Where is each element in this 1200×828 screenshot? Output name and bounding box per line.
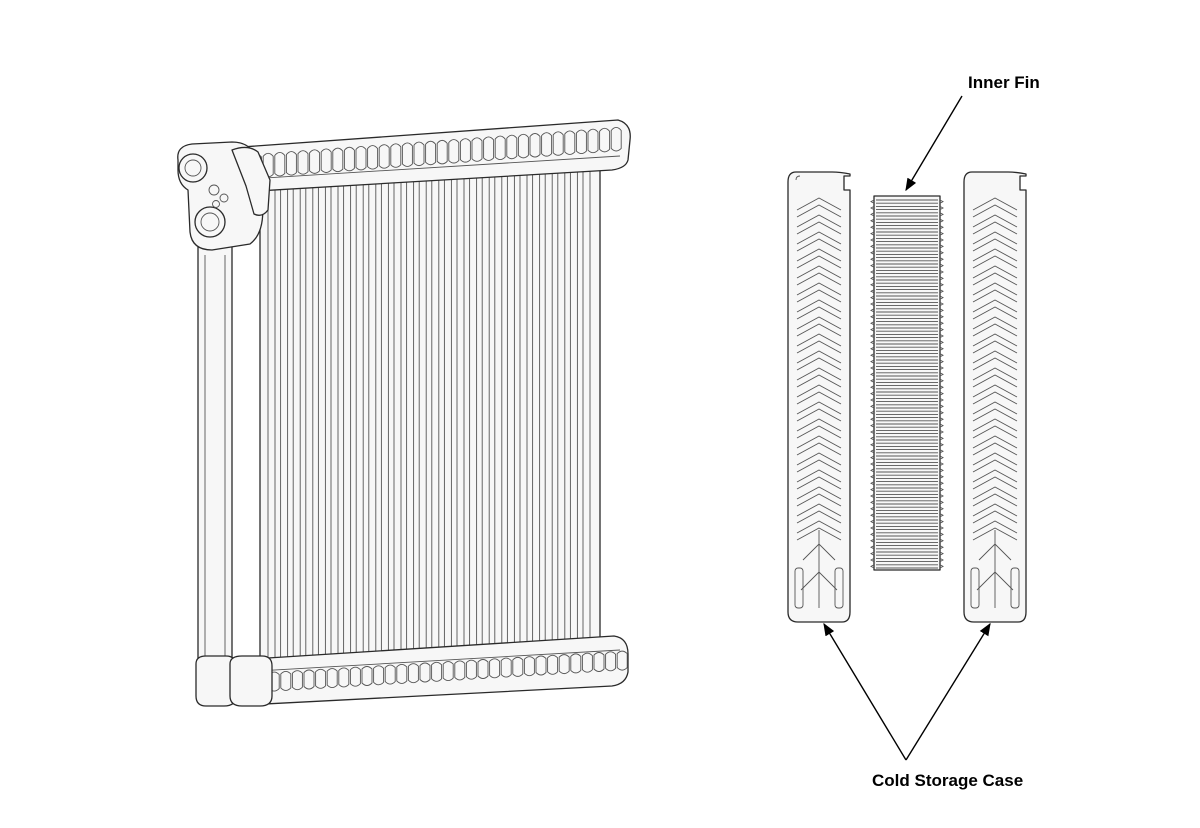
cold-storage-case-leader-left bbox=[823, 622, 907, 761]
cold-storage-case-right bbox=[963, 171, 1027, 623]
inner-fin bbox=[870, 195, 944, 571]
cold-storage-case-leader-right bbox=[905, 622, 991, 761]
cold-storage-case-label: Cold Storage Case bbox=[872, 771, 1023, 790]
inner-fin-leader-line bbox=[905, 95, 963, 192]
outlet-port-icon bbox=[194, 206, 226, 238]
evaporator-core bbox=[177, 119, 631, 707]
inner-fin-corrugation bbox=[870, 199, 944, 569]
inner-fin-label: Inner Fin bbox=[968, 73, 1040, 92]
inlet-port-icon bbox=[178, 153, 208, 183]
case-left-chevrons bbox=[794, 197, 844, 609]
cold-storage-case-left bbox=[787, 171, 851, 623]
case-right-chevrons bbox=[970, 197, 1020, 609]
